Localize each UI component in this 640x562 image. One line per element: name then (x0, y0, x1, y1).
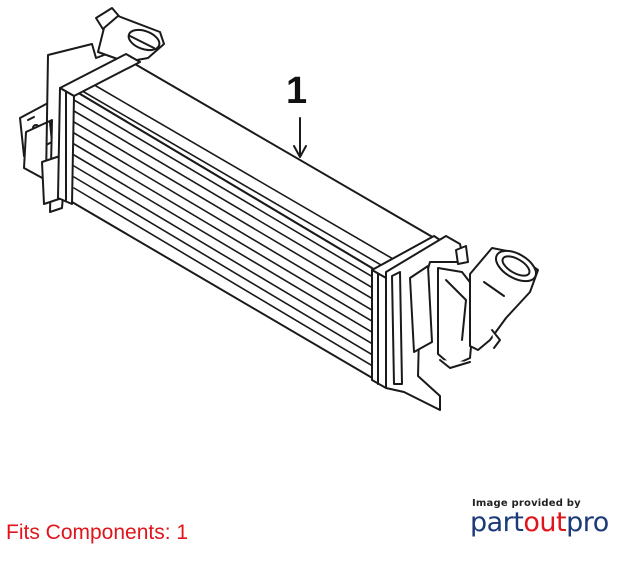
right-end-tank (385, 235, 477, 411)
core-fins (73, 85, 413, 375)
wordmark-out: out (523, 507, 567, 538)
callout-number: 1 (286, 70, 308, 112)
wordmark-part: part (470, 507, 524, 538)
image-provided-caption: Image provided by (472, 498, 581, 509)
left-inlet-pipe (95, 7, 165, 75)
wordmark-pro: pro (566, 507, 609, 538)
right-outlet-pipe (469, 247, 539, 351)
callout-arrow (293, 117, 307, 158)
fits-components-text: Fits Components: 1 (6, 521, 189, 544)
intercooler-diagram (19, 7, 539, 411)
left-band (57, 53, 141, 205)
partoutpro-logo: Image provided by partoutpro (470, 498, 630, 538)
brand-wordmark: partoutpro (470, 508, 630, 538)
